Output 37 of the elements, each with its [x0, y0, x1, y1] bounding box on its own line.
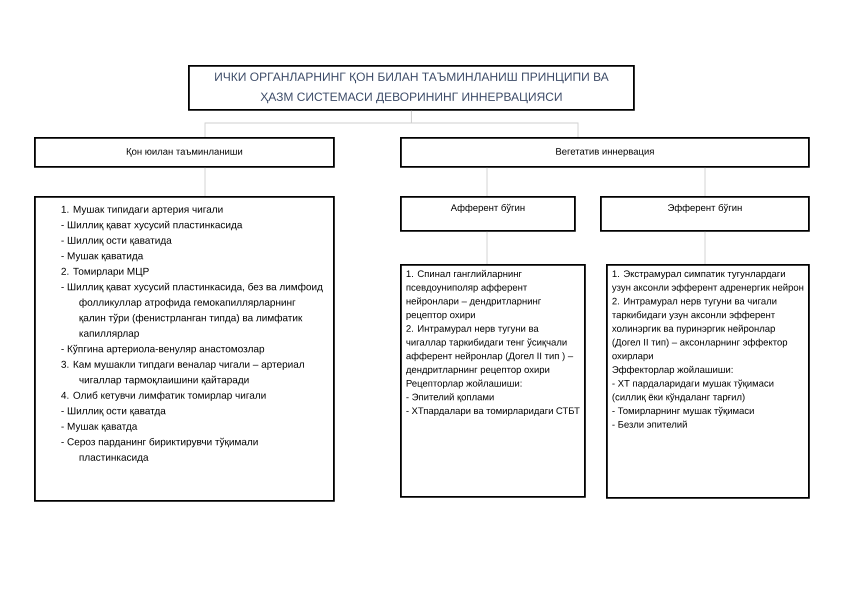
- heading-box: Қон юилан таъминланиши: [34, 137, 335, 168]
- title-box: ИЧКИ ОРГАНЛАРНИНГ ҚОН БИЛАН ТАЪМИНЛАНИШ ПРИНЦИПИ ВА ҲАЗМ СИСТЕМАСИ ДЕВОРИНИНГ ИННЕРВАЦИЯСИ: [188, 65, 635, 111]
- list-item: 4. Олиб кетувчи лимфатик томирлар чигали: [61, 391, 266, 401]
- list-item: 2. Томирлари МЦР: [61, 268, 149, 277]
- list-item: - Томирларнинг мушак тўқимаси: [612, 406, 754, 416]
- list-item: - Сероз парданинг бириктирувчи тўқимали пластинкасида: [61, 438, 258, 463]
- connector-line: [704, 231, 706, 264]
- list-item: 1. Спинал ганглийларнинг псевдоуниполяр афферент нейронлари – дендритларнинг рецептор охири: [406, 270, 541, 320]
- connector-line: [704, 167, 706, 196]
- list-item: - Эпителий қоплами: [406, 393, 494, 402]
- connector-line: [486, 231, 488, 264]
- connector-line: [410, 110, 578, 138]
- list-item: 1. Экстрамурал симпатик тугунлардаги узун аксонли эфферент адренергик нейрон: [612, 270, 804, 293]
- list-item: 1. Мушак типидаги артерия чигали: [62, 206, 222, 215]
- connector-line: [486, 167, 488, 196]
- list-item: 2. Интрамурал нерв тугуни ва чигаллар таркибидаги тенг ўсиқчали афферент нейронлар (Догел II тип ) – дендритларнинг рецептор охири: [406, 325, 574, 375]
- list-box: [400, 264, 586, 498]
- list-item: - Мушак қаватда: [61, 422, 138, 432]
- list-item: - Шиллиқ ости қаватида: [61, 236, 172, 246]
- list-item: - Шиллиқ қават хусусий пластинкасида: [61, 220, 242, 230]
- connector-line: [204, 167, 206, 196]
- list-item: - Безли эпителий: [612, 420, 687, 428]
- subheading-box: Афферент бўгин: [400, 196, 576, 232]
- list-item: - ХТпардалари ва томирларидаги СТБТ: [406, 407, 580, 416]
- list-item: - Шиллиқ ости қаватда: [61, 407, 166, 416]
- list-box: [34, 196, 335, 502]
- list-item: - Кўпгина артериола-венуляр анастомозлар: [61, 344, 264, 354]
- list-item: Рецепторлар жойлашиши:: [406, 380, 522, 389]
- list-item: - ХТ пардаларидаги мушак тўқимаси (силлиқ ёки кўндаланг тарғил): [612, 380, 774, 402]
- list-item: - Шиллиқ қават хусусий пластинкасида, без ва лимфоид фолликуллар атрофида гемокапиллярларнинг қалин тўри (фенистрланган типда) ва лимфатик капиллярлар: [61, 282, 323, 339]
- subheading-box: Эфферент бўгин: [600, 196, 810, 232]
- list-box: [606, 264, 810, 499]
- list-item: 3. Кам мушакли типдаги веналар чигали – артериал чигаллар тармоқлаишини қайтаради: [61, 360, 304, 386]
- list-item: Эффекторлар жойлашиши:: [612, 366, 733, 375]
- list-item: - Мушак қаватида: [61, 252, 144, 262]
- heading-box: Вегетатив иннервация: [400, 137, 810, 168]
- list-item: 2. Интрамурал нерв тугуни ва чигали таркибидаги узун аксонли эфферент холинэргик ва пуринэргик нейронлар (Догел II тип) – аксонларнинг эффектор охирлари: [612, 298, 788, 362]
